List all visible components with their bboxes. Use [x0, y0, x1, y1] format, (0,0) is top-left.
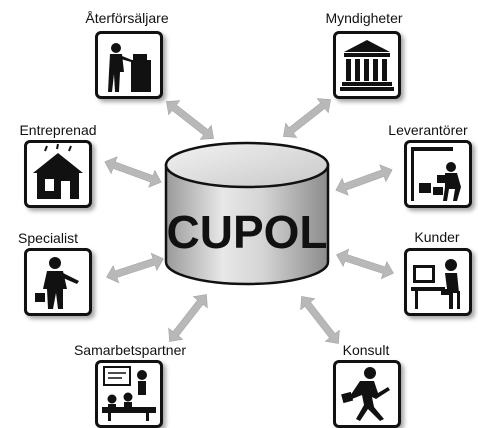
label-myndigheter: Myndigheter	[325, 10, 403, 26]
arrow-leverantorer	[335, 164, 393, 196]
arrow-specialist	[106, 252, 164, 284]
label-leverantorer: Leverantörer	[388, 122, 468, 138]
label-konsult: Konsult	[342, 342, 390, 358]
arrow-myndigheter	[283, 98, 331, 138]
businessman-briefcase-icon	[24, 248, 92, 316]
label-kunder: Kunder	[414, 229, 460, 245]
person-at-computer-icon	[404, 248, 472, 316]
team-meeting-icon	[95, 360, 163, 428]
arrow-samarbetspartner	[168, 294, 208, 342]
arrow-konsult	[300, 296, 340, 344]
government-building-icon	[333, 31, 401, 99]
arrow-aterforsaljare	[166, 100, 214, 140]
label-entreprenad: Entreprenad	[19, 122, 97, 138]
running-businessman-icon	[333, 360, 401, 428]
delivery-worker-icon	[404, 140, 472, 208]
label-specialist: Specialist	[18, 230, 78, 246]
label-samarbetspartner: Samarbetspartner	[73, 342, 187, 358]
arrow-kunder	[336, 248, 394, 280]
salesperson-counter-icon	[95, 31, 163, 99]
cupol-cylinder	[164, 141, 330, 286]
label-aterforsaljare: Återförsäljare	[85, 10, 169, 26]
house-construction-icon	[24, 140, 92, 208]
arrow-entreprenad	[104, 156, 162, 188]
cupol-label: CUPOL	[166, 206, 328, 258]
